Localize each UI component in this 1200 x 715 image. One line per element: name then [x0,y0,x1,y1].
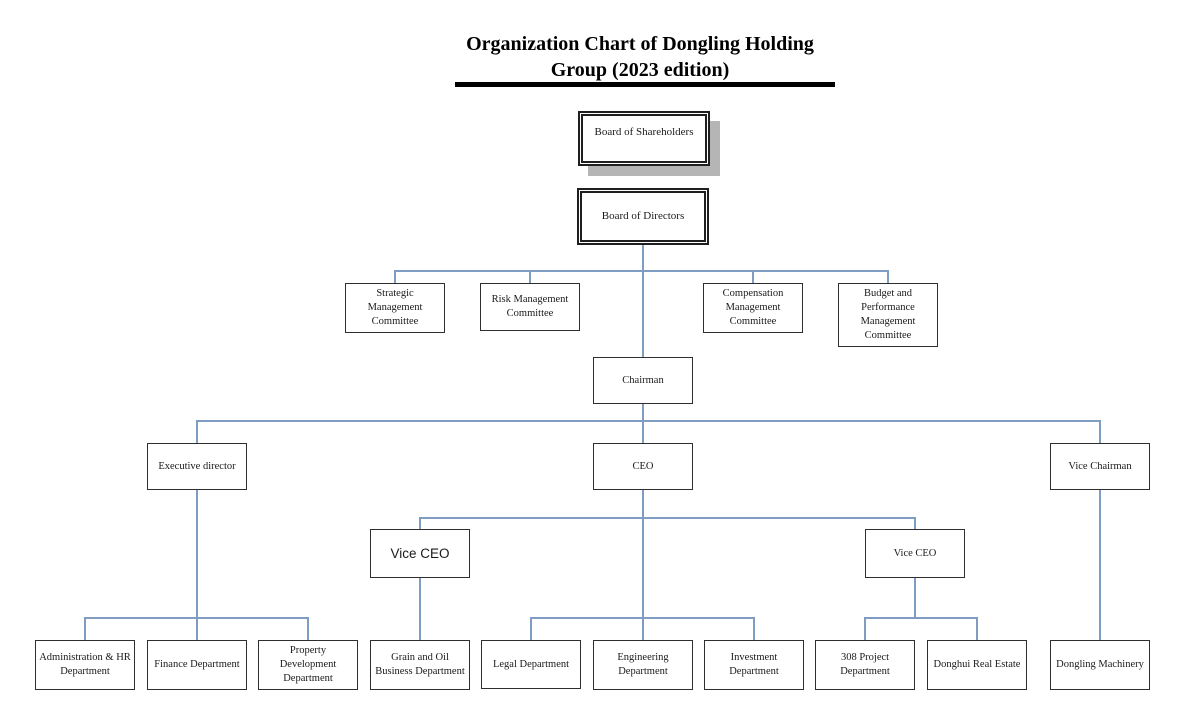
connector-line [394,270,396,283]
connector-line [196,420,1101,422]
chart-title-line1: Organization Chart of Dongling Holding [466,33,814,55]
connector-line [419,578,421,640]
connector-line [1099,420,1101,443]
connector-line [196,490,198,640]
connector-line [642,490,644,640]
connector-line [530,617,754,619]
connector-line [864,617,866,640]
node-compensation-management-committee: Compensation Management Committee [703,283,803,333]
node-strategic-management-committee: Strategic Management Committee [345,283,445,333]
node-finance-department: Finance Department [147,640,247,690]
node-308-project-department: 308 Project Department [815,640,915,690]
connector-line [1099,490,1101,640]
node-vice-ceo-left: Vice CEO [370,529,470,578]
connector-line [84,617,308,619]
chart-title-line2: Group (2023 edition) [550,59,730,81]
connector-line [419,517,421,529]
chart-title: Organization Chart of Dongling Holding G… [350,31,930,83]
node-ceo: CEO [593,443,693,490]
node-board-of-directors: Board of Directors [577,188,709,245]
node-grain-oil-business-department: Grain and Oil Business Department [370,640,470,690]
connector-line [752,270,754,283]
connector-line [753,617,755,640]
node-risk-management-committee: Risk Management Committee [480,283,580,331]
connector-line [887,270,889,283]
node-dongling-machinery: Dongling Machinery [1050,640,1150,690]
connector-line [419,517,916,519]
node-board-of-shareholders: Board of Shareholders [578,111,710,166]
node-engineering-department: Engineering Department [593,640,693,690]
connector-line [914,578,916,617]
connector-line [529,270,531,283]
connector-line [976,617,978,640]
node-donghui-real-estate: Donghui Real Estate [927,640,1027,690]
connector-line [394,270,888,272]
connector-line [642,404,644,420]
connector-line [84,617,86,640]
connector-line [307,617,309,640]
node-executive-director: Executive director [147,443,247,490]
node-chairman: Chairman [593,357,693,404]
connector-line [914,517,916,529]
node-budget-performance-management-committee: Budget and Performance Management Commit… [838,283,938,347]
node-vice-ceo-right: Vice CEO [865,529,965,578]
node-investment-department: Investment Department [704,640,804,690]
node-vice-chairman: Vice Chairman [1050,443,1150,490]
connector-line [196,420,198,443]
title-underline [455,82,835,87]
node-property-development-department: Property Development Department [258,640,358,690]
connector-line [530,617,532,640]
connector-line [642,245,644,357]
node-legal-department: Legal Department [481,640,581,689]
node-administration-hr-department: Administration & HR Department [35,640,135,690]
connector-line [642,420,644,443]
connector-line [864,617,978,619]
